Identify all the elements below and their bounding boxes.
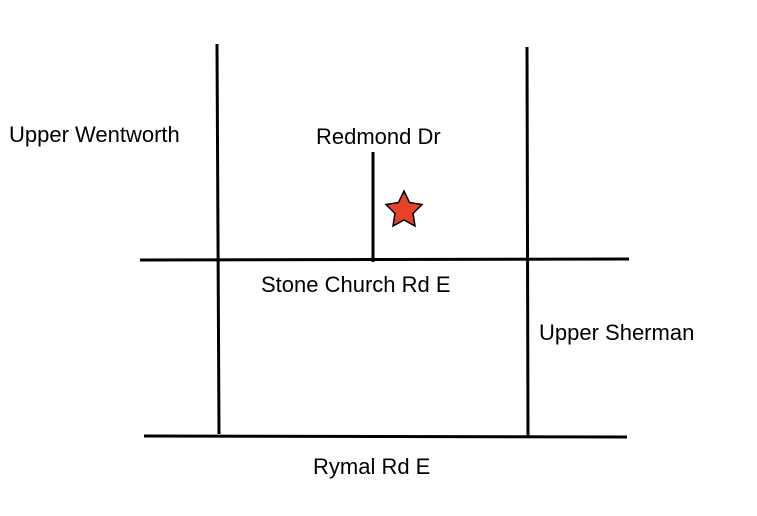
rymal-label: Rymal Rd E	[313, 454, 430, 479]
rymal-road	[143, 434, 628, 439]
upper-wentworth-road	[215, 43, 221, 435]
upper-wentworth-label: Upper Wentworth	[9, 122, 180, 147]
redmond-label: Redmond Dr	[316, 124, 441, 149]
upper-sherman-label: Upper Sherman	[539, 320, 694, 345]
stone-church-road	[139, 257, 630, 262]
star-icon	[384, 189, 424, 228]
stone-church-label: Stone Church Rd E	[261, 272, 451, 297]
upper-sherman-road	[525, 46, 530, 438]
